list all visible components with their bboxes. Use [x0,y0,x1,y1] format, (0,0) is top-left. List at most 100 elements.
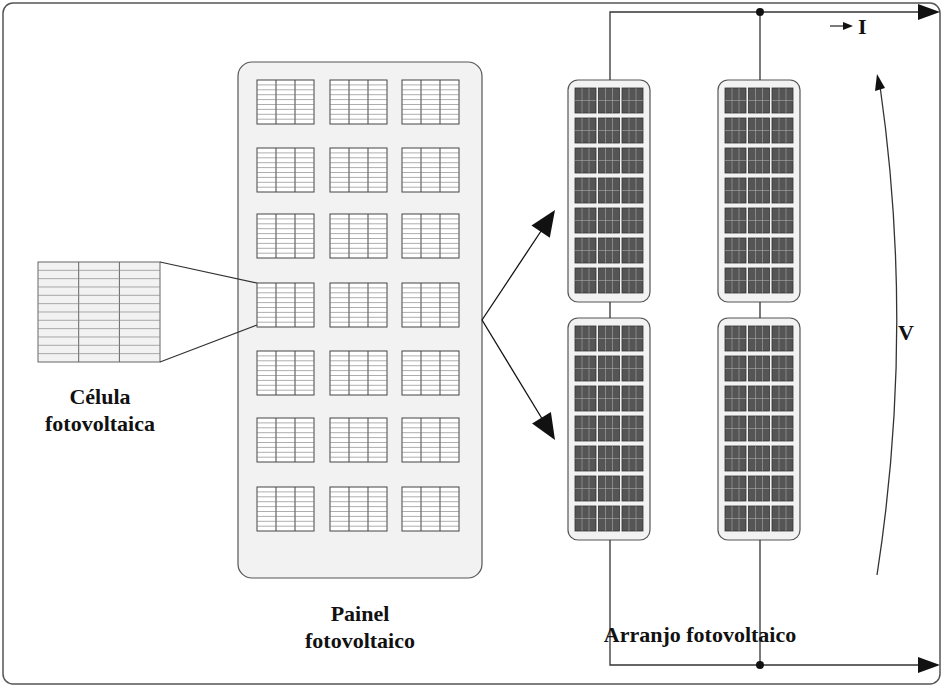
module-line [402,385,459,386]
module-line [330,223,387,224]
array-module [575,238,596,263]
array-module [772,416,793,441]
module-line [402,390,459,391]
module-line [402,526,459,527]
array-module [772,386,793,411]
array-module [749,326,770,351]
module-line [402,223,459,224]
module-line [330,322,387,323]
array-module [772,326,793,351]
module-line [421,148,422,192]
module-line [349,351,350,395]
cell-line [38,286,160,287]
module-line [330,238,387,239]
module-line [349,80,350,124]
array-module-line [599,190,620,191]
array-module-line [622,190,643,191]
signal-label: V [898,322,914,344]
module-line [330,248,387,249]
module-line [257,380,314,381]
module-line [330,496,387,497]
array-module [772,476,793,501]
array-module-line [749,100,770,101]
array-module-line [599,250,620,251]
module [257,148,314,192]
array-module [575,268,596,293]
module-line [349,214,350,258]
module-line [402,307,459,308]
module [402,148,459,192]
module-line [368,487,369,531]
module-line [402,521,459,522]
module-line [257,452,314,453]
array-module-line [749,338,770,339]
cell-line [38,345,160,346]
array-module-line [772,100,793,101]
module-line [276,214,277,258]
module-line [402,312,459,313]
array-module-line [575,160,596,161]
module-line [330,385,387,386]
module-line [257,370,314,371]
cell-line [38,303,160,304]
module-line [349,283,350,327]
module-line [402,365,459,366]
array-module-line [575,398,596,399]
array-module [725,326,746,351]
module [402,487,459,531]
array-module [749,88,770,113]
module-line [402,287,459,288]
array-module [575,506,596,531]
array-module [575,326,596,351]
array-module [725,178,746,203]
array-module [749,268,770,293]
array-module [599,476,620,501]
array-module [725,238,746,263]
module-line [330,89,387,90]
module-line [257,292,314,293]
module-line [330,390,387,391]
module-line [257,104,314,105]
array-module [622,476,643,501]
connector-arrow [482,210,555,320]
module-line [257,322,314,323]
module-line [257,302,314,303]
module-line [330,501,387,502]
array-module [599,386,620,411]
module-line [257,516,314,517]
module-line [402,437,459,438]
array-module-line [622,130,643,131]
array-module [622,88,643,113]
module-line [257,375,314,376]
module-line [257,457,314,458]
module-line [330,447,387,448]
array-module [772,148,793,173]
module-line [402,317,459,318]
array-module-line [725,280,746,281]
module-line [276,418,277,462]
module-line [402,94,459,95]
module-line [330,365,387,366]
module-line [257,243,314,244]
module-line [440,283,441,327]
module-line [330,84,387,85]
module-line [257,114,314,115]
array-module [749,118,770,143]
module-line [402,253,459,254]
illustration-node: Painel fotovoltaico [238,62,482,654]
array-module-line [749,368,770,369]
module [330,418,387,462]
module-line [276,148,277,192]
module-line [257,496,314,497]
cell-line [38,295,160,296]
module-line [402,297,459,298]
module-line [257,89,314,90]
array-module-line [725,458,746,459]
array-module [725,476,746,501]
module [257,80,314,124]
cell-line [38,336,160,337]
array-module-line [622,250,643,251]
array-module-line [599,458,620,459]
array-module-line [749,160,770,161]
